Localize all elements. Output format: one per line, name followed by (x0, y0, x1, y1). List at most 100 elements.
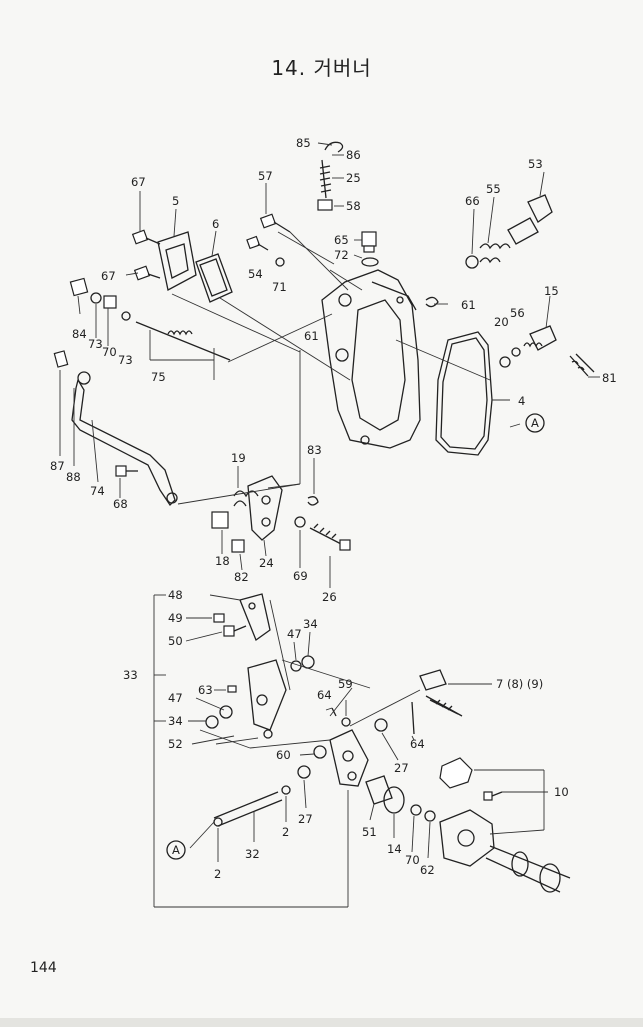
nut-84 (69, 277, 89, 297)
callout-72: 72 (334, 248, 349, 262)
callout-33: 33 (123, 668, 138, 682)
leader-lines (59, 142, 600, 908)
screw-49 (213, 613, 225, 623)
callout-67a: 67 (131, 175, 146, 189)
ring-2b (213, 817, 223, 827)
nut-58 (317, 199, 333, 211)
washer-34b (205, 715, 219, 729)
bolt-67-upper (131, 229, 161, 245)
callout-53: 53 (528, 157, 543, 171)
callout-67b: 67 (101, 269, 116, 283)
callout-6: 6 (212, 217, 219, 231)
washer-27b (297, 765, 311, 779)
callout-66: 66 (465, 194, 480, 208)
callout-58: 58 (346, 199, 361, 213)
callout-83: 83 (307, 443, 322, 457)
gasket-6 (195, 253, 233, 303)
washer-71 (275, 257, 285, 267)
page-bottom-edge (0, 1018, 643, 1027)
plug-15 (523, 325, 557, 351)
callout-70b: 70 (405, 853, 420, 867)
callout-32: 32 (245, 847, 260, 861)
callout-87: 87 (50, 459, 65, 473)
callout-2b: 2 (214, 867, 221, 881)
callout-65: 65 (334, 233, 349, 247)
callout-54: 54 (248, 267, 263, 281)
o-ring-66 (465, 255, 479, 269)
pin-63 (227, 685, 237, 693)
callout-47a: 47 (287, 627, 302, 641)
lever-24 (247, 475, 283, 541)
cup-14 (383, 786, 405, 814)
governor-housing (321, 269, 421, 449)
callout-20: 20 (494, 315, 509, 329)
callout-56: 56 (510, 306, 525, 320)
pin-81 (569, 353, 595, 377)
lever-53 (507, 194, 553, 245)
bolt-67-lower (133, 265, 161, 281)
washer-70b (410, 804, 422, 816)
washer-69 (294, 516, 306, 528)
plug-65 (361, 231, 377, 253)
callout-74: 74 (90, 484, 105, 498)
ref-circle-a-upper (525, 413, 545, 433)
callout-a-lower: A (172, 843, 180, 857)
o-ring-56 (511, 347, 521, 357)
callout-34b: 34 (168, 714, 183, 728)
pin-64a (331, 707, 337, 717)
callout-50: 50 (168, 634, 183, 648)
callout-5: 5 (172, 194, 179, 208)
callout-10: 10 (554, 785, 569, 799)
callout-55: 55 (486, 182, 501, 196)
callout-49: 49 (168, 611, 183, 625)
callout-labels: 85 86 25 58 53 55 66 67 5 6 57 65 72 67 … (50, 136, 617, 881)
callout-15: 15 (544, 284, 559, 298)
lever-7 (419, 669, 463, 717)
callout-84: 84 (72, 327, 87, 341)
collar-47b (219, 705, 233, 719)
callout-85: 85 (296, 136, 311, 150)
callout-18: 18 (215, 554, 230, 568)
clip-61-right (425, 296, 439, 308)
screw-26 (309, 523, 351, 551)
spring-19 (233, 490, 259, 507)
page-number: 144 (30, 960, 57, 976)
block-10 (439, 757, 473, 789)
washer-72 (361, 257, 379, 267)
callout-61a: 61 (461, 298, 476, 312)
bolt-68 (115, 465, 138, 477)
callout-68: 68 (113, 497, 128, 511)
callout-47b: 47 (168, 691, 183, 705)
callout-27b: 27 (298, 812, 313, 826)
callout-71: 71 (272, 280, 287, 294)
gear-housing (439, 809, 571, 893)
callout-88: 88 (66, 470, 81, 484)
washer-20 (499, 356, 511, 368)
spring-55 (479, 243, 511, 264)
callout-86: 86 (346, 148, 361, 162)
callout-4: 4 (518, 394, 525, 408)
bolt-87 (53, 350, 69, 368)
callout-82: 82 (234, 570, 249, 584)
page-title: 14. 거버너 (271, 56, 372, 80)
callout-48: 48 (168, 588, 183, 602)
callout-7-8-9: 7 (8) (9) (496, 677, 543, 691)
callout-2a: 2 (282, 825, 289, 839)
clip-59 (341, 717, 351, 727)
washer-62 (424, 810, 436, 822)
shaft-32 (213, 791, 283, 827)
callout-62: 62 (420, 863, 435, 877)
bracket-48 (239, 593, 271, 642)
callout-81: 81 (602, 371, 617, 385)
ref-circle-a-lower (166, 840, 186, 860)
cover-gasket (435, 331, 493, 456)
nut-70 (103, 295, 117, 309)
callout-70a: 70 (102, 345, 117, 359)
bolt-57 (259, 213, 291, 233)
bolt-18 (211, 511, 229, 529)
washer-73b (121, 311, 131, 321)
pin-52 (263, 729, 273, 739)
callout-64b: 64 (410, 737, 425, 751)
washer-88 (77, 371, 91, 385)
